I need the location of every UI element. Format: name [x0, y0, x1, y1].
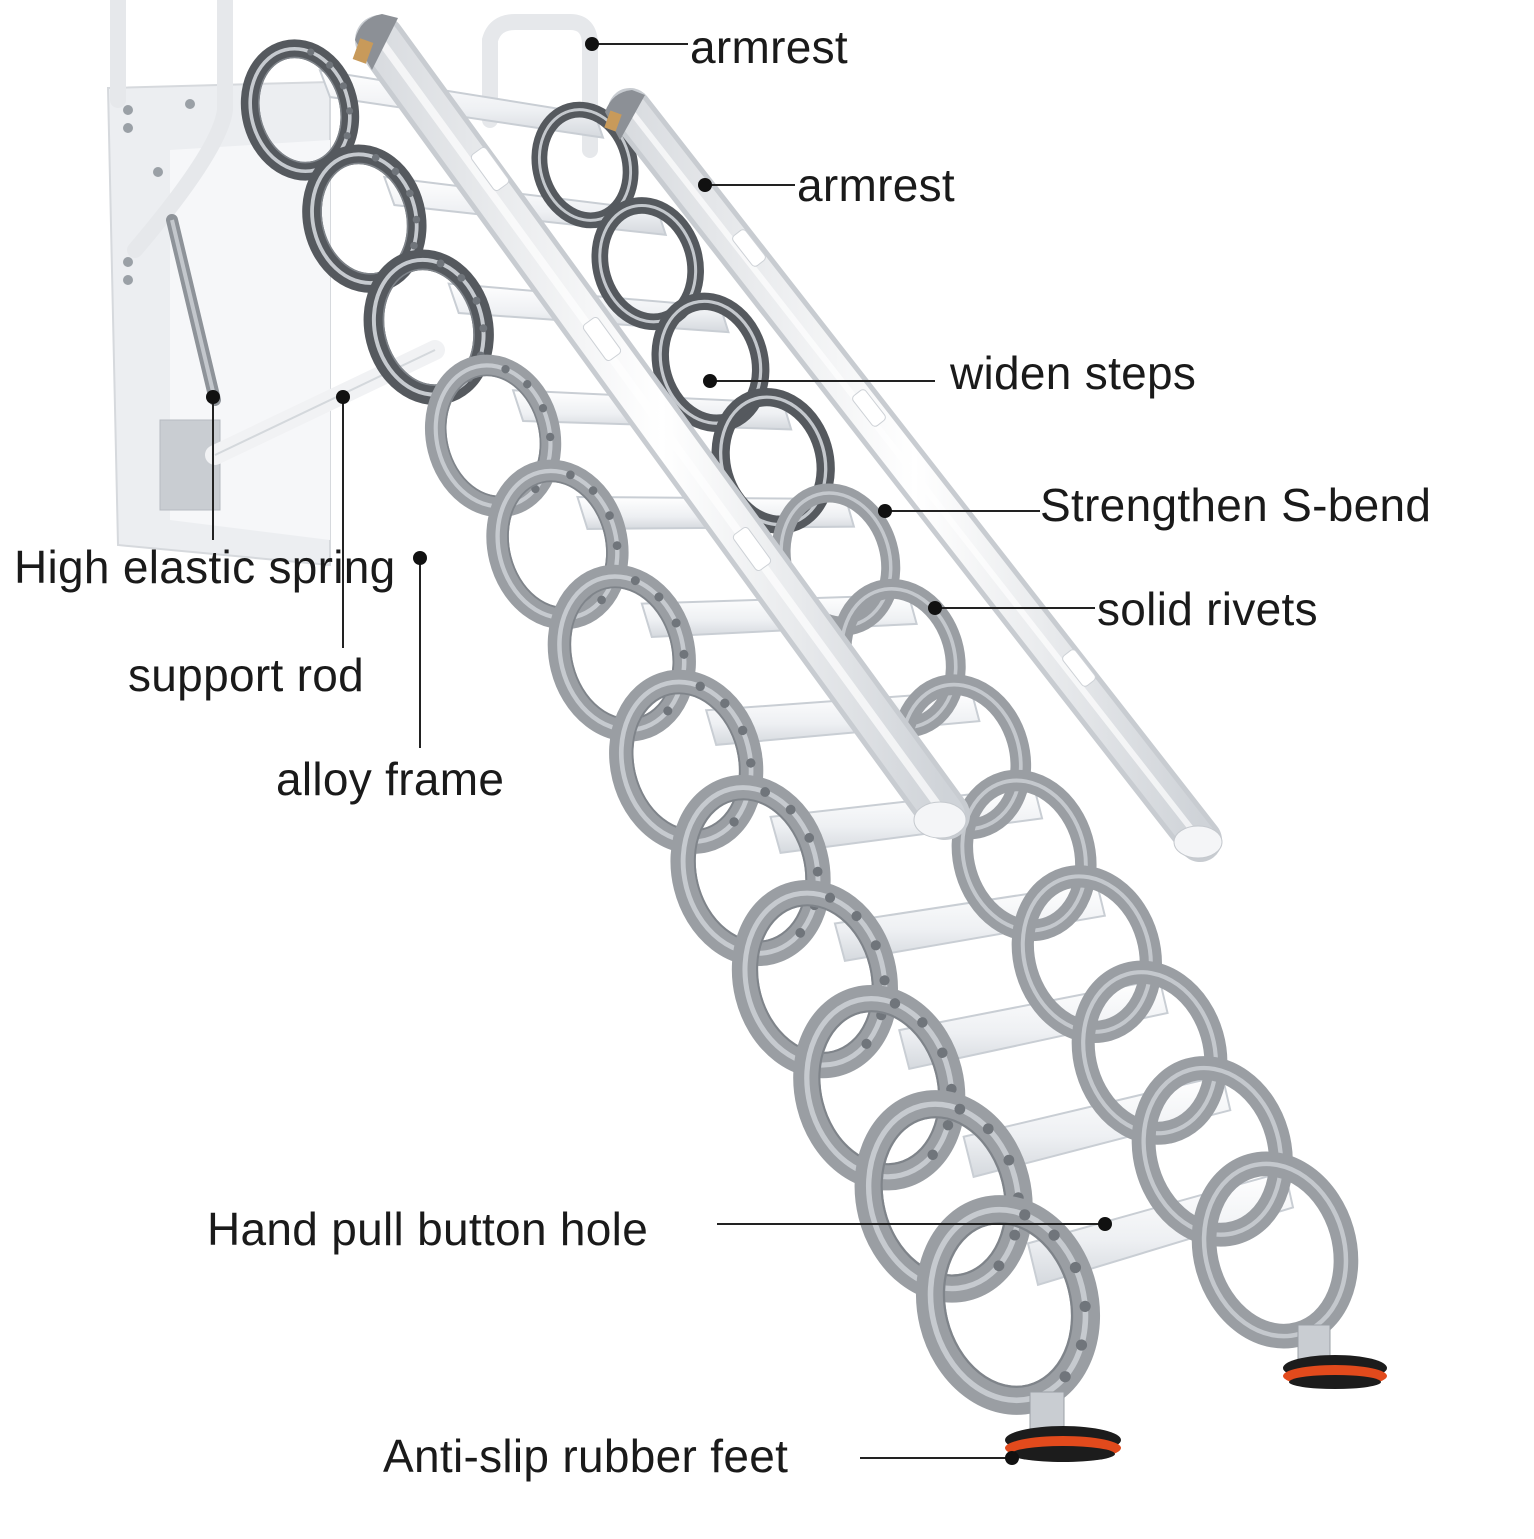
rivet	[654, 592, 664, 602]
rivet	[851, 910, 862, 922]
rivet	[436, 259, 445, 268]
rivet	[588, 486, 598, 495]
rivet	[307, 48, 315, 56]
rivet	[861, 1038, 872, 1049]
rivet	[889, 998, 901, 1009]
label-anti-slip-rubber-feet: Anti-slip rubber feet	[383, 1430, 789, 1482]
rivet	[1059, 1371, 1071, 1383]
rivet	[746, 758, 756, 768]
rear-loop	[951, 769, 1097, 942]
rivet	[927, 1149, 938, 1161]
rivet	[729, 817, 739, 827]
rivet	[1019, 1209, 1031, 1221]
rivet	[1003, 1154, 1015, 1166]
label-armrest-top: armrest	[690, 21, 849, 73]
rivet	[412, 215, 421, 224]
front-loop	[854, 1090, 1033, 1303]
rivet	[472, 296, 481, 305]
rivet	[501, 365, 510, 374]
label-solid-rivets: solid rivets	[1097, 583, 1318, 635]
front-loop	[731, 879, 898, 1079]
rivet	[605, 511, 614, 520]
label-high-elastic-spring: High elastic spring	[14, 541, 396, 593]
rivet	[982, 1123, 994, 1135]
rear-loop	[531, 101, 639, 229]
front-loop	[670, 774, 831, 967]
rear-frame	[531, 101, 1359, 1349]
rivet	[523, 380, 532, 389]
rivet	[720, 698, 730, 709]
leader-dots	[206, 37, 1112, 1465]
rivet	[870, 940, 881, 951]
rivet	[612, 541, 622, 550]
rivet	[804, 832, 815, 843]
rivet	[879, 975, 890, 986]
handrail-front	[352, 14, 970, 840]
rivet	[671, 618, 681, 628]
label-hand-pull-button-hole: Hand pull button hole	[207, 1203, 649, 1255]
rivet	[343, 132, 351, 140]
rivet	[410, 241, 418, 250]
rivet	[546, 432, 555, 442]
rear-loop	[1131, 1056, 1293, 1247]
rivet	[679, 649, 689, 659]
rivet	[1009, 1229, 1021, 1241]
rivet	[795, 927, 806, 938]
rivet	[737, 725, 748, 736]
rivet	[630, 576, 640, 586]
step-plank	[1026, 1170, 1295, 1287]
rivet	[785, 804, 796, 815]
rivet	[326, 61, 334, 69]
rivet	[345, 107, 354, 115]
rivet	[824, 892, 836, 903]
rivet	[566, 470, 575, 480]
rivet	[942, 1119, 954, 1131]
rear-loop	[1071, 960, 1228, 1145]
rivet	[479, 324, 488, 333]
front-loop	[424, 354, 562, 518]
rivet	[391, 167, 400, 176]
front-loop	[793, 985, 966, 1191]
rivet	[937, 1047, 948, 1058]
rivet	[371, 153, 380, 162]
handrail-rear	[604, 88, 1223, 862]
rubber-foot-front	[1005, 1391, 1121, 1462]
label-widen-steps: widen steps	[950, 347, 1197, 399]
label-support-rod: support rod	[128, 649, 364, 701]
label-alloy-frame: alloy frame	[276, 753, 505, 805]
label-strengthen-s-bend: Strengthen S-bend	[1040, 479, 1432, 531]
front-loop	[547, 564, 696, 742]
rivet	[538, 404, 548, 413]
rivet	[1075, 1339, 1088, 1351]
rear-loop	[1011, 865, 1162, 1043]
rivet	[663, 706, 673, 716]
mount-handle	[110, 0, 598, 258]
rivet	[1079, 1300, 1091, 1313]
rivet	[457, 273, 466, 282]
rivet	[993, 1260, 1005, 1272]
rivet	[695, 681, 705, 691]
rivet	[597, 595, 606, 605]
rivet	[531, 484, 540, 494]
rivet	[406, 189, 414, 198]
rivet	[339, 82, 347, 90]
leader-lines	[212, 43, 1105, 1459]
rivet	[760, 787, 771, 797]
label-armrest-second: armrest	[797, 159, 956, 211]
mounting-box	[106, 80, 331, 567]
rivet	[1048, 1229, 1060, 1241]
rivet	[812, 866, 823, 877]
rubber-foot-rear	[1283, 1324, 1387, 1389]
rivet	[954, 1103, 966, 1115]
rivet	[917, 1017, 928, 1028]
rivet	[1069, 1261, 1082, 1274]
front-loop	[609, 669, 764, 854]
